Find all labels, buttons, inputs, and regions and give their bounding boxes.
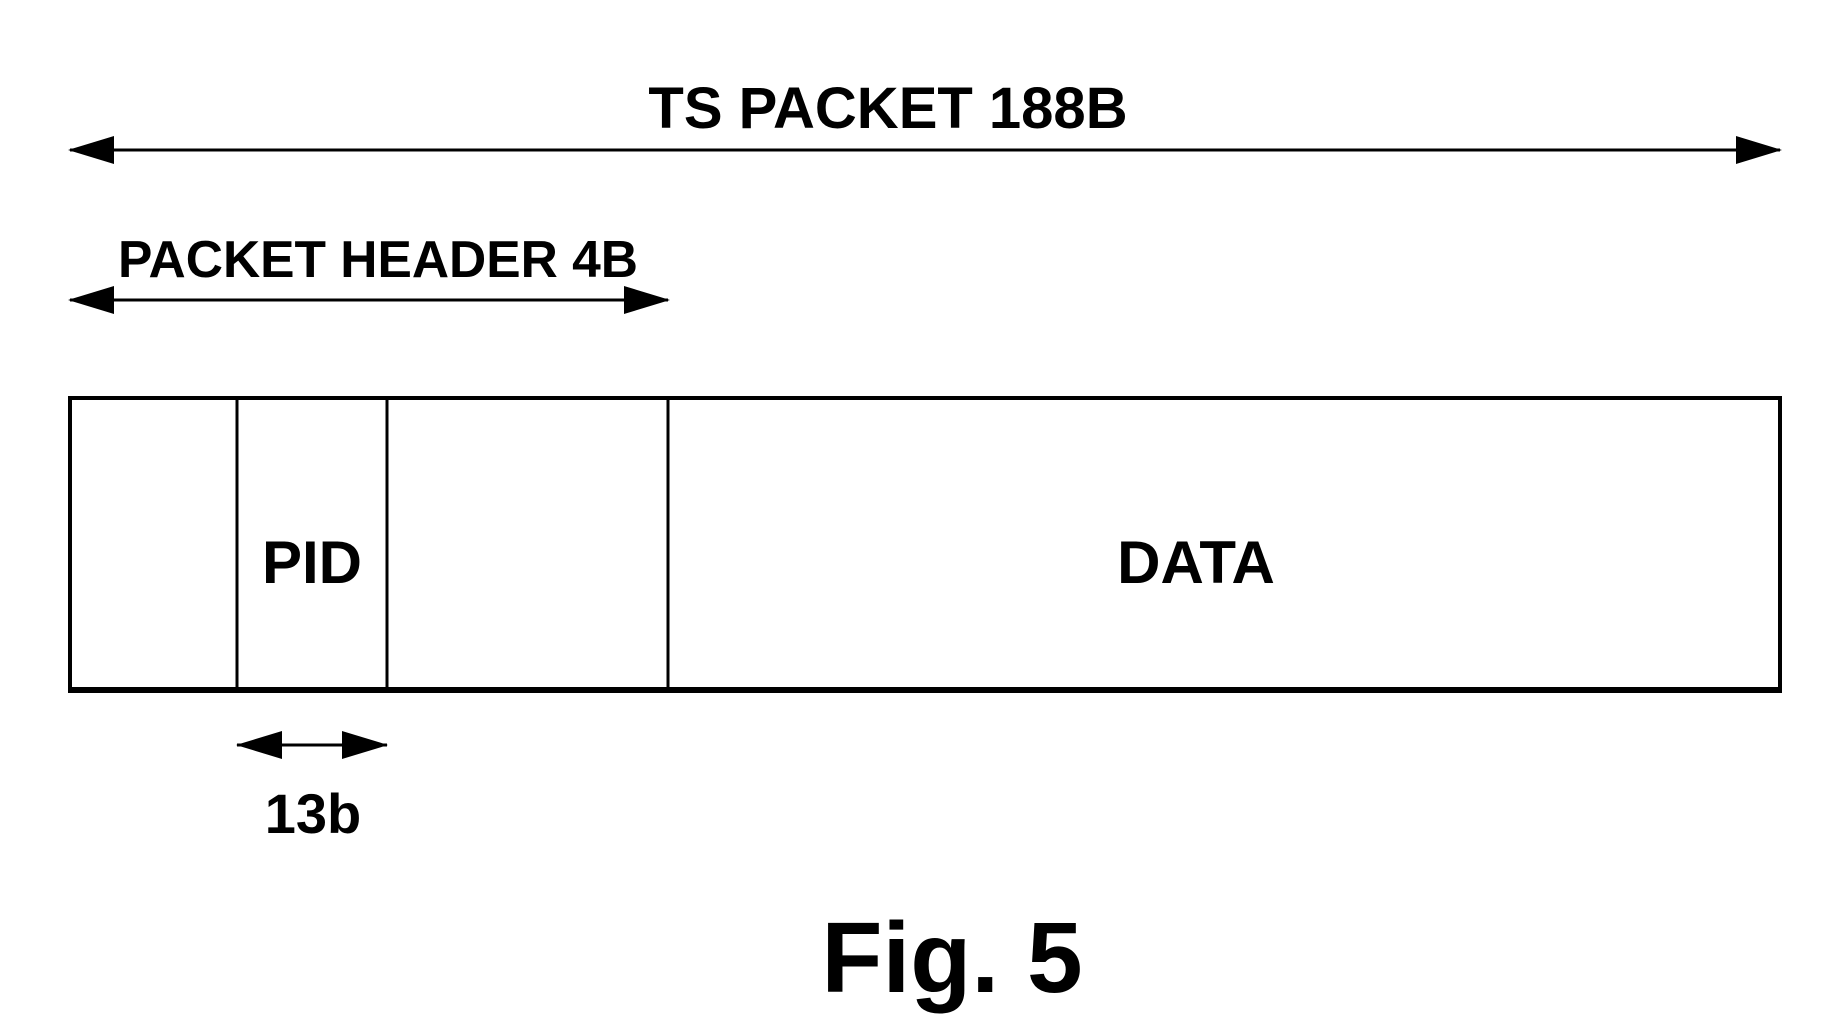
figure-caption: Fig. 5: [821, 902, 1082, 1014]
packet-header-arrowhead-left: [68, 286, 114, 314]
pid-field-label: PID: [262, 529, 362, 596]
packet-header-label: PACKET HEADER 4B: [118, 231, 638, 289]
ts-packet-arrowhead-right: [1736, 136, 1782, 164]
ts-packet-label: TS PACKET 188B: [648, 76, 1127, 141]
packet-box: [68, 396, 1782, 692]
pid-width-arrowhead-left: [236, 731, 282, 759]
data-field-label: DATA: [1117, 529, 1275, 596]
ts-packet-arrowhead-left: [68, 136, 114, 164]
pid-width-arrowhead-right: [342, 731, 388, 759]
packet-header-arrowhead-right: [624, 286, 670, 314]
pid-width-label: 13b: [265, 782, 362, 845]
